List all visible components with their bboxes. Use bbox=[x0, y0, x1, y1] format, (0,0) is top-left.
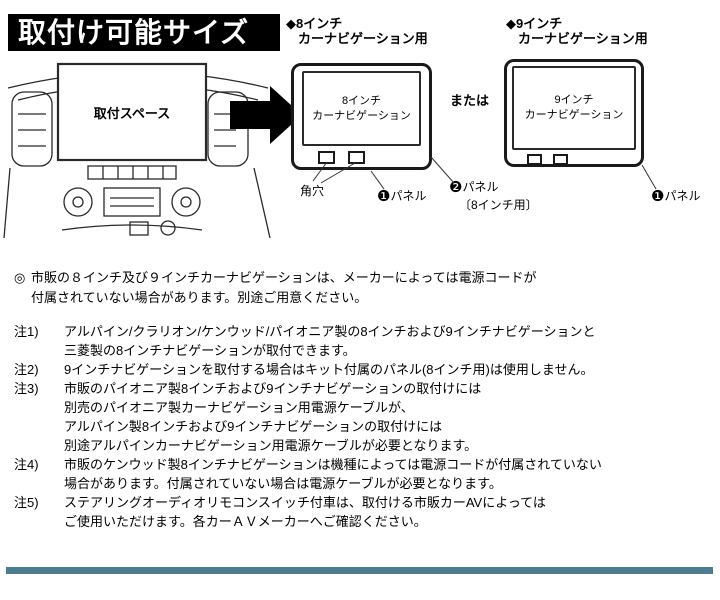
circled-2-icon: ❷ bbox=[449, 179, 463, 196]
page-title: 取付け可能サイズ bbox=[8, 14, 280, 51]
note-marker: 注5) bbox=[14, 495, 39, 510]
unit9-screen: 9インチ カーナビゲーション bbox=[512, 66, 636, 150]
unit8-panel1-label: ❶パネル bbox=[377, 188, 427, 205]
note-marker: 注4) bbox=[14, 457, 39, 472]
note-marker: ◎ bbox=[14, 270, 26, 285]
note-3: 注3) 市販のパイオニア製8インチおよび9インチナビゲーションの取付けには 別売… bbox=[14, 379, 712, 455]
footer-rule bbox=[6, 567, 713, 574]
circled-1-icon: ❶ bbox=[651, 188, 665, 205]
note-marker: 注1) bbox=[14, 324, 39, 339]
transfer-arrow-icon bbox=[230, 86, 302, 144]
note-line: 市販のケンウッド製8インチナビゲーションは機種によっては電源コードが付属されてい… bbox=[64, 457, 602, 472]
unit8-panel: 8インチ カーナビゲーション bbox=[291, 63, 432, 170]
note-general: ◎ 市販の８インチ及び９インチカーナビゲーションは、メーカーによっては電源コード… bbox=[14, 268, 712, 308]
note-line: ご使用いただけます。各カーＡＶメーカーへご確認ください。 bbox=[64, 514, 427, 529]
square-hole-4 bbox=[553, 154, 568, 165]
unit8-heading-line2: カーナビゲーション用 bbox=[298, 31, 428, 46]
square-hole-3 bbox=[527, 154, 542, 165]
unit9-screen-label-line2: カーナビゲーション bbox=[524, 109, 624, 121]
note-2: 注2) 9インチナビゲーションを取付する場合はキット付属のパネル(8インチ用)は… bbox=[14, 360, 712, 379]
dashboard-space-label: 取付スペース bbox=[94, 106, 170, 121]
note-line: アルパイン/クラリオン/ケンウッド/パイオニア製の8インチおよび9インチナビゲー… bbox=[64, 324, 596, 339]
note-line: 別途アルパインカーナビゲーション用電源ケーブルが必要となります。 bbox=[64, 438, 478, 453]
square-hole-2 bbox=[348, 151, 365, 164]
note-line: アルパイン製8インチおよび9インチナビゲーションの取付けには bbox=[64, 419, 443, 434]
unit9-heading-line2: カーナビゲーション用 bbox=[518, 31, 648, 46]
circled-1-icon: ❶ bbox=[377, 188, 391, 205]
unit9-panel1-label: ❶パネル bbox=[651, 188, 701, 205]
note-line: ステアリングオーディオリモコンスイッチ付車は、取付ける市販カーAVによっては bbox=[64, 495, 546, 510]
note-line: 9インチナビゲーションを取付する場合はキット付属のパネル(8インチ用)は使用しま… bbox=[64, 362, 594, 377]
install-space-outline bbox=[56, 62, 208, 162]
notes-section: ◎ 市販の８インチ及び９インチカーナビゲーションは、メーカーによっては電源コード… bbox=[14, 268, 712, 531]
unit9-screen-label-line1: 9インチ bbox=[554, 94, 594, 106]
note-line: 市販のパイオニア製8インチおよび9インチナビゲーションの取付けには bbox=[64, 381, 482, 396]
note-line: 別売のパイオニア製カーナビゲーション用電源ケーブルが、 bbox=[64, 400, 414, 415]
unit8-screen-label-line1: 8インチ bbox=[341, 94, 382, 107]
note-marker: 注3) bbox=[14, 381, 39, 396]
note-4: 注4) 市販のケンウッド製8インチナビゲーションは機種によっては電源コードが付属… bbox=[14, 455, 712, 493]
unit8-panel2-note: 〔8インチ用〕 bbox=[459, 198, 538, 212]
square-hole-label: 角穴 bbox=[300, 184, 325, 198]
note-1: 注1) アルパイン/クラリオン/ケンウッド/パイオニア製の8インチおよび9インチ… bbox=[14, 322, 712, 360]
square-hole-1 bbox=[318, 151, 335, 164]
note-line: 三菱製の8インチナビゲーションが取付できます。 bbox=[64, 343, 356, 358]
left-vent-icon bbox=[11, 91, 53, 167]
note-marker: 注2) bbox=[14, 362, 39, 377]
or-label: または bbox=[450, 93, 490, 108]
note-line: 場合があります。付属されていない場合は電源ケーブルが必要となります。 bbox=[64, 476, 502, 491]
unit8-screen-label-line2: カーナビゲーション bbox=[312, 109, 411, 122]
unit8-panel2-label: ❷パネル 〔8インチ用〕 bbox=[449, 179, 538, 212]
unit8-heading-line1: ◆8インチ bbox=[286, 16, 343, 31]
dashboard-illustration: 取付スペース bbox=[3, 62, 271, 239]
note-line: 付属されていない場合があります。別途ご用意ください。 bbox=[31, 290, 368, 305]
note-5: 注5) ステアリングオーディオリモコンスイッチ付車は、取付ける市販カーAVによっ… bbox=[14, 493, 712, 531]
unit9-panel: 9インチ カーナビゲーション bbox=[504, 59, 644, 167]
unit8-screen: 8インチ カーナビゲーション bbox=[302, 71, 421, 146]
note-line: 市販の８インチ及び９インチカーナビゲーションは、メーカーによっては電源コードが bbox=[31, 270, 537, 285]
unit9-heading-line1: ◆9インチ bbox=[506, 16, 563, 31]
